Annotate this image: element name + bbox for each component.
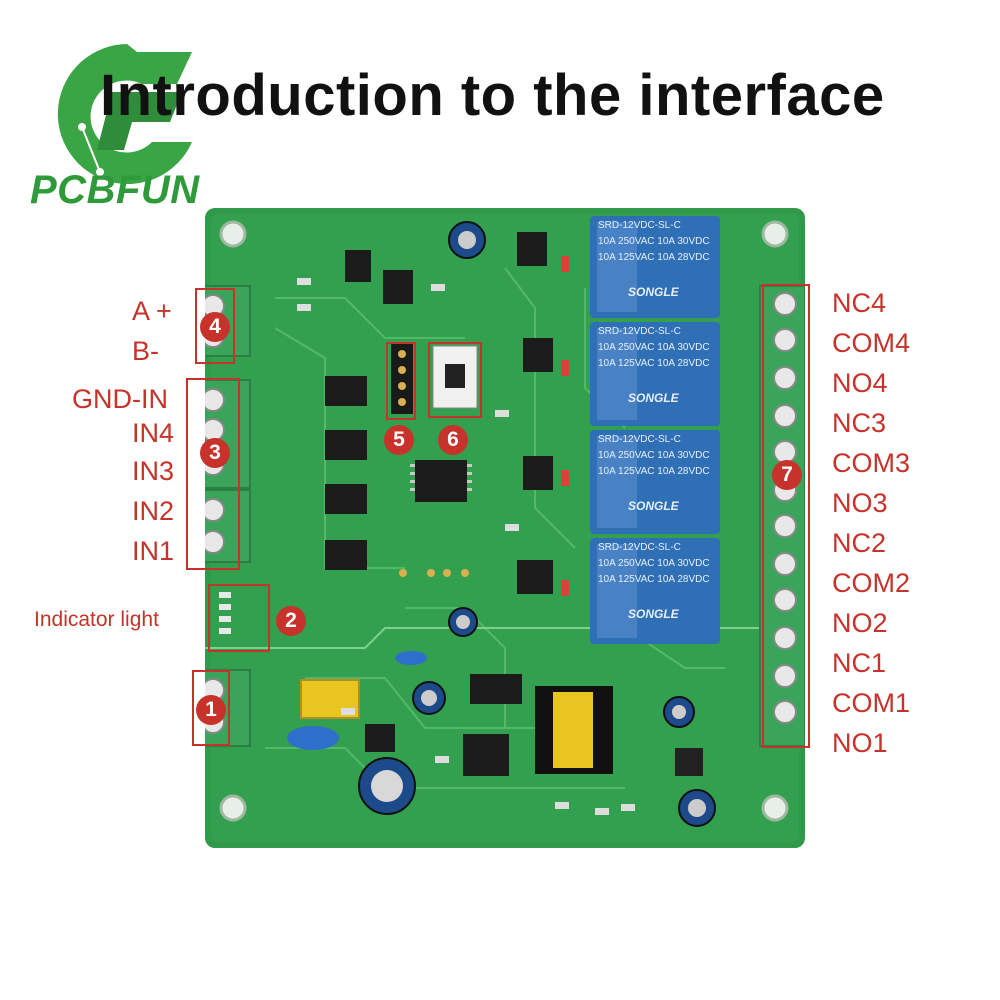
label-a-plus: A + — [132, 296, 172, 326]
label-in4: IN4 — [132, 418, 175, 448]
relay-brand: SONGLE — [628, 285, 679, 299]
badge-2: 2 — [276, 606, 306, 636]
label-no4: NO4 — [832, 368, 888, 398]
relay-rating-2: 10A 125VAC 10A 28VDC — [598, 466, 710, 477]
label-in2: IN2 — [132, 496, 175, 526]
label-nc2: NC2 — [832, 528, 887, 558]
relay-brand: SONGLE — [628, 607, 679, 621]
relays — [590, 216, 720, 644]
relay-model: SRD-12VDC-SL-C — [598, 326, 681, 337]
relay-rating-2: 10A 125VAC 10A 28VDC — [598, 358, 710, 369]
relay-rating-1: 10A 250VAC 10A 30VDC — [598, 558, 710, 569]
page-title: Introduction to the interface — [100, 63, 885, 128]
label-in3: IN3 — [132, 456, 175, 486]
label-gnd-in: GND-IN — [72, 384, 168, 414]
relay-4: SRD-12VDC-SL-C 10A 250VAC 10A 30VDC 10A 12… — [598, 216, 718, 312]
label-com3: COM3 — [832, 448, 911, 478]
badge-4: 4 — [200, 312, 230, 342]
relay-rating-1: 10A 250VAC 10A 30VDC — [598, 342, 710, 353]
badge-5: 5 — [384, 425, 414, 455]
label-in1: IN1 — [132, 536, 175, 566]
indicator-light-box — [208, 584, 270, 652]
relay-rating-2: 10A 125VAC 10A 28VDC — [598, 574, 710, 585]
relay-board-photo — [205, 208, 805, 848]
relay-rating-1: 10A 250VAC 10A 30VDC — [598, 236, 710, 247]
output-terminal-box — [762, 284, 810, 748]
rs485-terminal-box — [195, 288, 235, 364]
relay-brand: SONGLE — [628, 499, 679, 513]
label-no2: NO2 — [832, 608, 888, 638]
relay-1: SRD-12VDC-SL-C 10A 250VAC 10A 30VDC 10A 12… — [598, 538, 718, 634]
input-terminal-box — [186, 378, 240, 570]
label-com2: COM2 — [832, 568, 911, 598]
logo-brand-text: PCBFUN — [30, 168, 200, 212]
relay-3: SRD-12VDC-SL-C 10A 250VAC 10A 30VDC 10A 12… — [598, 322, 718, 418]
badge-3: 3 — [200, 438, 230, 468]
power-terminal-box — [192, 670, 230, 746]
header-pins-box — [386, 342, 416, 420]
badge-6: 6 — [438, 425, 468, 455]
relay-rating-2: 10A 125VAC 10A 28VDC — [598, 252, 710, 263]
badge-1: 1 — [196, 695, 226, 725]
relay-model: SRD-12VDC-SL-C — [598, 220, 681, 231]
label-no3: NO3 — [832, 488, 888, 518]
pcbfun-g-logo-icon — [57, 44, 192, 184]
relay-model: SRD-12VDC-SL-C — [598, 434, 681, 445]
label-nc1: NC1 — [832, 648, 887, 678]
relay-brand: SONGLE — [628, 391, 679, 405]
relay-model: SRD-12VDC-SL-C — [598, 542, 681, 553]
label-indicator-light: Indicator light — [34, 608, 159, 631]
badge-7: 7 — [772, 460, 802, 490]
label-no1: NO1 — [832, 728, 888, 758]
relay-rating-1: 10A 250VAC 10A 30VDC — [598, 450, 710, 461]
label-com1: COM1 — [832, 688, 911, 718]
dip-switch-box — [428, 342, 482, 418]
label-nc3: NC3 — [832, 408, 887, 438]
relay-2: SRD-12VDC-SL-C 10A 250VAC 10A 30VDC 10A 12… — [598, 430, 718, 526]
label-b-minus: B- — [132, 336, 159, 366]
label-nc4: NC4 — [832, 288, 887, 318]
label-com4: COM4 — [832, 328, 911, 358]
